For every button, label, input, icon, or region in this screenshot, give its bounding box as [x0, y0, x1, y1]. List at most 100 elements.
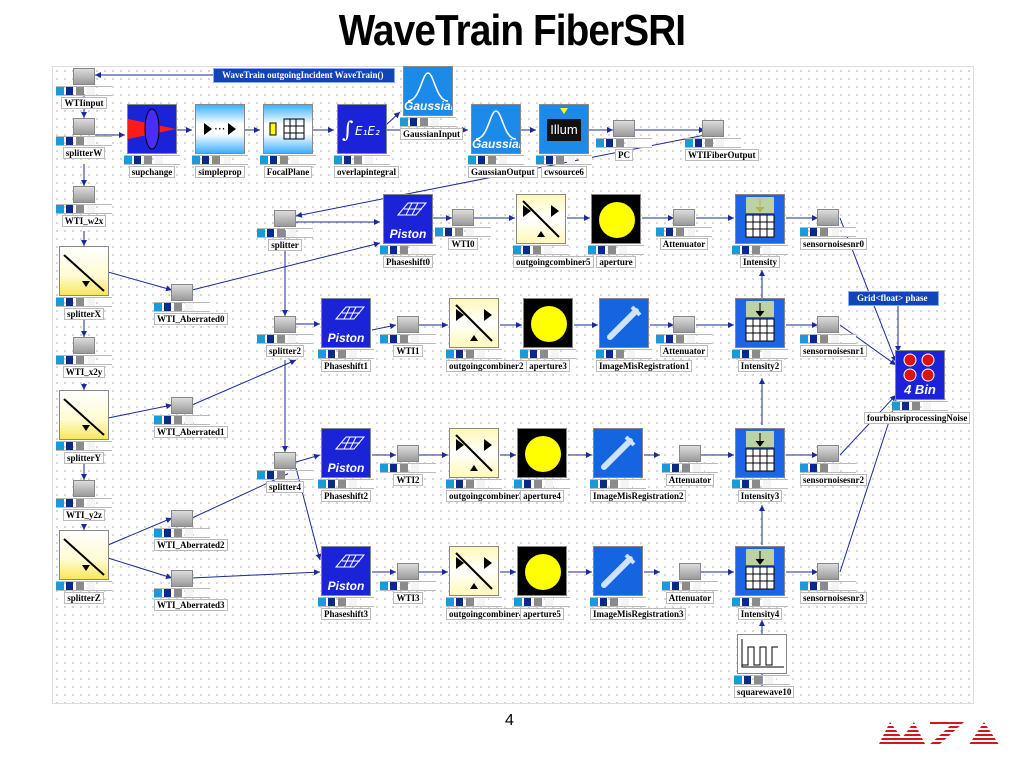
block-outgoingcombiner5[interactable]: outgoingcombiner5	[513, 194, 594, 268]
block-pc[interactable]: PC	[596, 120, 652, 161]
block-splitterw[interactable]: splitterW	[56, 118, 112, 159]
block-splitter4[interactable]: splitter4	[257, 452, 313, 493]
icon-text: Piston	[389, 227, 427, 241]
block-label: WTI_y2z	[63, 509, 105, 521]
block-wtifiberoutput[interactable]: WTIFiberOutput	[685, 120, 759, 161]
block-label: outgoingcombiner4	[446, 608, 527, 620]
wti-icon	[452, 209, 474, 226]
block-aperture3[interactable]: aperture3	[520, 298, 576, 372]
block-label: Intensity2	[737, 360, 783, 372]
port-strip	[124, 155, 180, 165]
block-outgoingcombiner2[interactable]: outgoingcombiner2	[446, 298, 527, 372]
port-strip	[662, 463, 718, 473]
aperture-icon	[591, 194, 641, 244]
block-gaussianoutput[interactable]: Gaussian GaussianOutput	[468, 104, 538, 178]
block-splitterz[interactable]: splitterZ	[56, 530, 112, 604]
block-aperture[interactable]: aperture	[588, 194, 644, 268]
block-gaussianinput[interactable]: Gaussian GaussianInput	[400, 66, 464, 140]
block-wtiinput[interactable]: WTIinput	[56, 68, 112, 109]
outgoing-incident-tag[interactable]: WaveTrain outgoingIncident WaveTrain()	[213, 68, 395, 83]
piston-icon: Piston	[383, 194, 433, 244]
block-aperture4[interactable]: aperture4	[514, 428, 570, 502]
block-wti-x2y[interactable]: WTI_x2y	[56, 337, 112, 378]
block-wti3[interactable]: WTI3	[380, 563, 436, 604]
block-label: splitter2	[266, 345, 304, 357]
port-strip	[56, 297, 112, 307]
block-wti-aberrated1[interactable]: WTI_Aberrated1	[154, 397, 228, 438]
port-strip	[400, 117, 456, 127]
block-attenuator2[interactable]: Attenuator	[662, 445, 718, 486]
svg-text:E₁E₂: E₁E₂	[355, 124, 380, 138]
block-outgoingcombiner3[interactable]: outgoingcombiner3	[446, 428, 527, 502]
block-wti-aberrated2[interactable]: WTI_Aberrated2	[154, 510, 228, 551]
block-splitterx[interactable]: splitterX	[56, 246, 112, 320]
focal-plane-icon	[263, 104, 313, 154]
block-label: Attenuator	[659, 238, 709, 250]
port-strip	[446, 597, 502, 607]
block-label: GaussianInput	[400, 128, 464, 140]
block-phaseshift3[interactable]: Piston Phaseshift3	[318, 546, 374, 620]
block-intensity4[interactable]: Intensity4	[732, 546, 788, 620]
port-strip	[257, 470, 313, 480]
block-fourbinsriprocessingnoise[interactable]: 4 Bin fourbinsriprocessingNoise	[864, 350, 971, 424]
block-intensity2[interactable]: Intensity2	[732, 298, 788, 372]
block-imagemisregistration2[interactable]: ImageMisRegistration2	[590, 428, 687, 502]
port-strip	[732, 597, 788, 607]
svg-text:∫: ∫	[342, 118, 354, 143]
block-splitter2[interactable]: splitter2	[257, 316, 313, 357]
block-phaseshift2[interactable]: Piston Phaseshift2	[318, 428, 374, 502]
block-aperture5[interactable]: aperture5	[514, 546, 570, 620]
block-splitter[interactable]: splitter	[257, 210, 313, 251]
illum-icon: Illum	[539, 104, 589, 154]
noise-icon	[817, 563, 839, 580]
block-phaseshift0[interactable]: Piston Phaseshift0	[380, 194, 436, 268]
block-simpleprop[interactable]: ··· simpleprop	[192, 104, 248, 178]
port-strip	[318, 479, 374, 489]
block-label: splitter	[268, 239, 302, 251]
block-wti-aberrated3[interactable]: WTI_Aberrated3	[154, 570, 228, 611]
block-wti-y2z[interactable]: WTI_y2z	[56, 480, 112, 521]
block-wti-aberrated0[interactable]: WTI_Aberrated0	[154, 284, 228, 325]
block-overlapintegral[interactable]: ∫E₁E₂ overlapintegral	[334, 104, 399, 178]
block-attenuator0[interactable]: Attenuator	[656, 209, 712, 250]
wti-icon	[73, 480, 95, 497]
block-sensornoisesnr3[interactable]: sensornoisesnr3	[800, 563, 868, 604]
block-imagemisregistration1[interactable]: ImageMisRegistration1	[596, 298, 693, 372]
block-label: Intensity3	[737, 490, 783, 502]
port-strip	[514, 479, 570, 489]
port-strip	[732, 245, 788, 255]
block-wti1[interactable]: WTI1	[380, 316, 436, 357]
block-label: sensornoisesnr2	[800, 474, 868, 486]
wrench-icon	[593, 428, 643, 478]
block-wti-w2x[interactable]: WTI_w2x	[56, 186, 112, 227]
block-splittery[interactable]: splitterY	[56, 390, 112, 464]
block-intensity[interactable]: Intensity	[732, 194, 788, 268]
block-sensornoisesnr2[interactable]: sensornoisesnr2	[800, 445, 868, 486]
block-sensornoisesnr0[interactable]: sensornoisesnr0	[800, 209, 868, 250]
block-cwsource6[interactable]: Illum cwsource6	[536, 104, 592, 178]
block-attenuator1[interactable]: Attenuator	[656, 316, 712, 357]
block-attenuator3[interactable]: Attenuator	[662, 563, 718, 604]
block-sensornoisesnr1[interactable]: sensornoisesnr1	[800, 316, 868, 357]
port-strip	[56, 204, 112, 214]
block-supchange[interactable]: supchange	[124, 104, 180, 178]
block-focalplane[interactable]: FocalPlane	[260, 104, 316, 178]
block-phaseshift1[interactable]: Piston Phaseshift1	[318, 298, 374, 372]
wti-icon	[73, 337, 95, 354]
noise-icon	[817, 316, 839, 333]
block-label: aperture3	[526, 360, 570, 372]
block-intensity3[interactable]: Intensity3	[732, 428, 788, 502]
splitter-icon	[59, 530, 109, 580]
block-label: fourbinsriprocessingNoise	[864, 412, 971, 424]
block-squarewave10[interactable]: squarewave10	[734, 634, 795, 698]
block-label: WTI_Aberrated2	[154, 539, 228, 551]
block-label: PC	[615, 149, 633, 161]
grid-phase-tag[interactable]: Grid<float> phase	[848, 291, 939, 306]
block-wti0[interactable]: WTI0	[435, 209, 491, 250]
block-imagemisregistration3[interactable]: ImageMisRegistration3	[590, 546, 687, 620]
block-label: simpleprop	[195, 166, 245, 178]
port-strip	[56, 498, 112, 508]
block-outgoingcombiner4[interactable]: outgoingcombiner4	[446, 546, 527, 620]
block-wti2[interactable]: WTI2	[380, 445, 436, 486]
piston-icon: Piston	[321, 546, 371, 596]
